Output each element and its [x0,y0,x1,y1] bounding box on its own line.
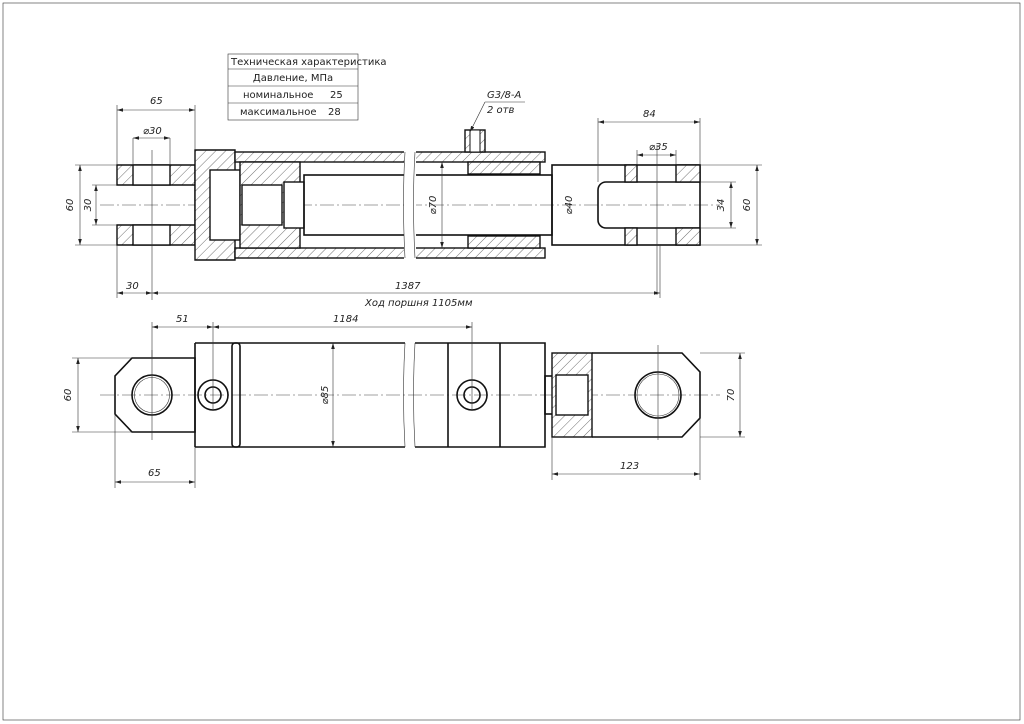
dim-label: 34 [716,199,727,212]
dim-label: 65 [150,96,163,107]
dim-label: 65 [148,468,161,479]
dim-label: 51 [176,314,189,325]
spec-row-value: 25 [330,90,343,101]
top-view-dimensions: 65 ⌀30 60 30 30 1387 Ход поршня 1105мм ⌀… [65,96,762,309]
spec-table-subtitle: Давление, МПа [253,73,333,84]
spec-table-title: Техническая характеристика [230,57,387,68]
spec-row-value: 28 [328,107,341,118]
dim-label: ⌀35 [649,142,668,153]
dim-label: 60 [65,199,76,212]
port-count-label: 2 отв [487,105,514,116]
dim-label: 60 [742,199,753,212]
spec-row-label: максимальное [240,107,316,118]
bottom-view-dimensions: 51 1184 60 ⌀85 65 70 123 [63,314,745,488]
dim-label: 30 [83,199,94,212]
rod-eye [592,352,701,438]
spec-table: Техническая характеристика Давление, МПа… [227,53,387,121]
spec-row-label: номинальное [243,90,313,101]
dim-label: 123 [620,461,639,472]
dim-label: 70 [726,389,737,402]
dim-label: 1184 [333,314,358,325]
dim-label: 84 [643,109,656,120]
top-section-view [100,129,720,300]
port-thread-label: G3/8-A [487,90,521,101]
stroke-note: Ход поршня 1105мм [364,298,473,309]
dim-label: ⌀85 [320,386,331,405]
dim-label: 30 [126,281,139,292]
gland [467,161,541,175]
dim-label: 1387 [395,281,421,292]
dim-label: ⌀70 [428,196,439,215]
dim-label: ⌀30 [143,126,162,137]
dim-label: ⌀40 [564,196,575,215]
bottom-external-view [100,322,720,448]
dim-label: 60 [63,389,74,402]
